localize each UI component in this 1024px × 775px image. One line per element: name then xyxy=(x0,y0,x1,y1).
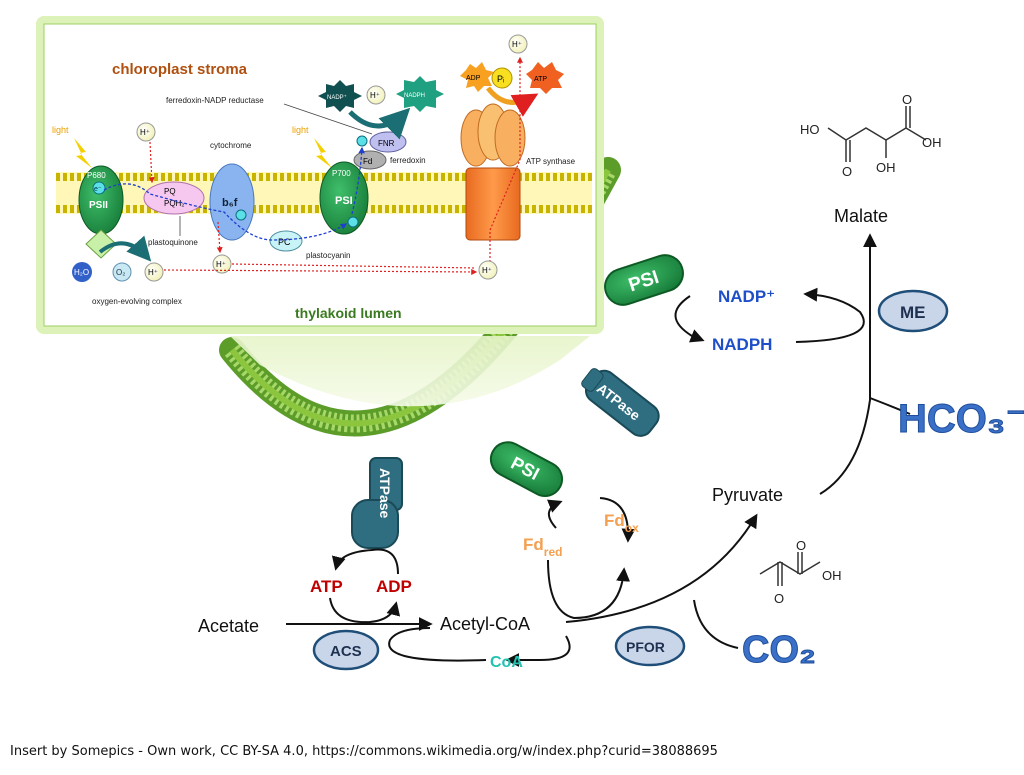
o2-label: O₂ xyxy=(116,268,125,277)
malate-label: Malate xyxy=(834,206,888,226)
atp-synthase-head xyxy=(460,103,526,167)
pyruvate-structure: O O OH xyxy=(759,538,842,606)
adp-inset-label: ADP xyxy=(466,75,481,82)
b6f-label: b₆f xyxy=(222,197,238,209)
acetyl-coa-label: Acetyl-CoA xyxy=(440,614,530,634)
malate-ho-label: HO xyxy=(800,122,820,137)
h2o-molecule xyxy=(72,262,92,282)
h-plus-label: H⁺ xyxy=(482,266,492,275)
pi-molecule xyxy=(491,67,513,89)
atp-label: ATP xyxy=(310,577,343,596)
coa-label: CoA xyxy=(490,654,523,671)
atp-synthase-label: ATP synthase xyxy=(526,157,576,166)
pi-label: Pᵢ xyxy=(497,74,504,84)
atpase-lower-label: ATPase xyxy=(377,468,393,519)
malate-structure: HO O O OH OH xyxy=(800,92,942,179)
light-label-right: light xyxy=(292,125,309,135)
pathway-arrows xyxy=(286,233,911,667)
acetate-label: Acetate xyxy=(198,616,259,636)
acs-enzyme: ACS xyxy=(312,629,380,671)
stroma-label: chloroplast stroma xyxy=(112,61,248,78)
pfor-label: PFOR xyxy=(626,639,665,655)
h-plus-label: H⁺ xyxy=(148,268,158,277)
atp-inset-label: ATP xyxy=(534,76,547,83)
b6f-complex xyxy=(209,163,255,241)
atp-star xyxy=(526,62,564,94)
malate-oh-label: OH xyxy=(876,160,896,175)
cytochrome-label: cytochrome xyxy=(210,141,252,150)
lumen-label: thylakoid lumen xyxy=(295,305,402,321)
nadp-inset-label: NADP⁺ xyxy=(327,94,347,101)
ferredoxin-label: ferredoxin xyxy=(390,156,426,165)
lightning-icon xyxy=(314,138,332,168)
nadp-star xyxy=(318,80,362,112)
pfor-enzyme: PFOR xyxy=(614,625,686,667)
fd-label: Fd xyxy=(363,157,372,166)
p700-label: P700 xyxy=(332,169,351,178)
plastoquinone-label: plastoquinone xyxy=(148,238,198,247)
h2o-label: H₂O xyxy=(74,268,89,277)
electron-label: e⁻ xyxy=(94,186,102,193)
malate-o-label: O xyxy=(842,164,852,179)
nadp-plus-label: NADP⁺ xyxy=(718,287,775,306)
atpase-upper: ATPase xyxy=(581,368,660,437)
hco3-label: HCO₃⁻ xyxy=(898,397,1024,441)
fd-complex xyxy=(353,150,387,170)
nadph-label: NADPH xyxy=(712,335,772,354)
image-credit: Insert by Somepics - Own work, CC BY-SA … xyxy=(10,744,718,759)
pyruvate-o-label: O xyxy=(796,538,806,553)
o2-molecule xyxy=(112,262,132,282)
p680-label: P680 xyxy=(87,171,106,180)
pq-label: PQ xyxy=(164,187,176,196)
oec-label: oxygen-evolving complex xyxy=(92,297,182,306)
pq-complex xyxy=(143,181,205,215)
psi-complex xyxy=(319,161,369,235)
fnr-label: FNR xyxy=(378,139,395,148)
h-plus-label: H⁺ xyxy=(512,40,522,49)
h-plus-label: H⁺ xyxy=(370,91,380,100)
plastocyanin-label: plastocyanin xyxy=(306,251,350,260)
acs-label: ACS xyxy=(330,643,362,660)
lightning-icon xyxy=(74,138,92,168)
psi-inset-label: PSI xyxy=(335,195,353,207)
h-plus-label: H⁺ xyxy=(140,128,150,137)
pqh2-label: PQH₂ xyxy=(164,199,184,208)
h-plus-label: H⁺ xyxy=(216,260,226,269)
pc-label: PC xyxy=(278,237,291,247)
me-enzyme: ME xyxy=(877,289,949,333)
oec-shape xyxy=(85,229,117,259)
psi-lower: PSI xyxy=(489,441,564,497)
co2-label: CO₂ xyxy=(742,629,816,671)
adp-label: ADP xyxy=(376,577,412,596)
psii-label: PSII xyxy=(89,200,108,211)
fd-red-label: Fdred xyxy=(523,535,562,559)
pc-complex xyxy=(269,230,303,252)
nadph-star xyxy=(396,76,444,112)
atpase-lower: ATPase xyxy=(351,457,403,549)
pyruvate-label: Pyruvate xyxy=(712,485,783,505)
fnr-full-label: ferredoxin-NADP reductase xyxy=(166,96,264,105)
fd-ox-label: Fdox xyxy=(604,511,639,535)
adp-star xyxy=(460,62,494,92)
psi-upper: PSI xyxy=(604,254,684,306)
me-label: ME xyxy=(900,303,926,322)
nadph-inset-label: NADPH xyxy=(404,93,425,99)
malate-oh-label: OH xyxy=(922,135,942,150)
inset-panel: chloroplast stroma thylakoid lumen light… xyxy=(36,16,604,407)
pyruvate-o-label: O xyxy=(774,591,784,606)
pyruvate-oh-label: OH xyxy=(822,568,842,583)
atp-synthase-stalk xyxy=(465,167,521,241)
malate-o-label: O xyxy=(902,92,912,107)
light-label-left: light xyxy=(52,125,69,135)
